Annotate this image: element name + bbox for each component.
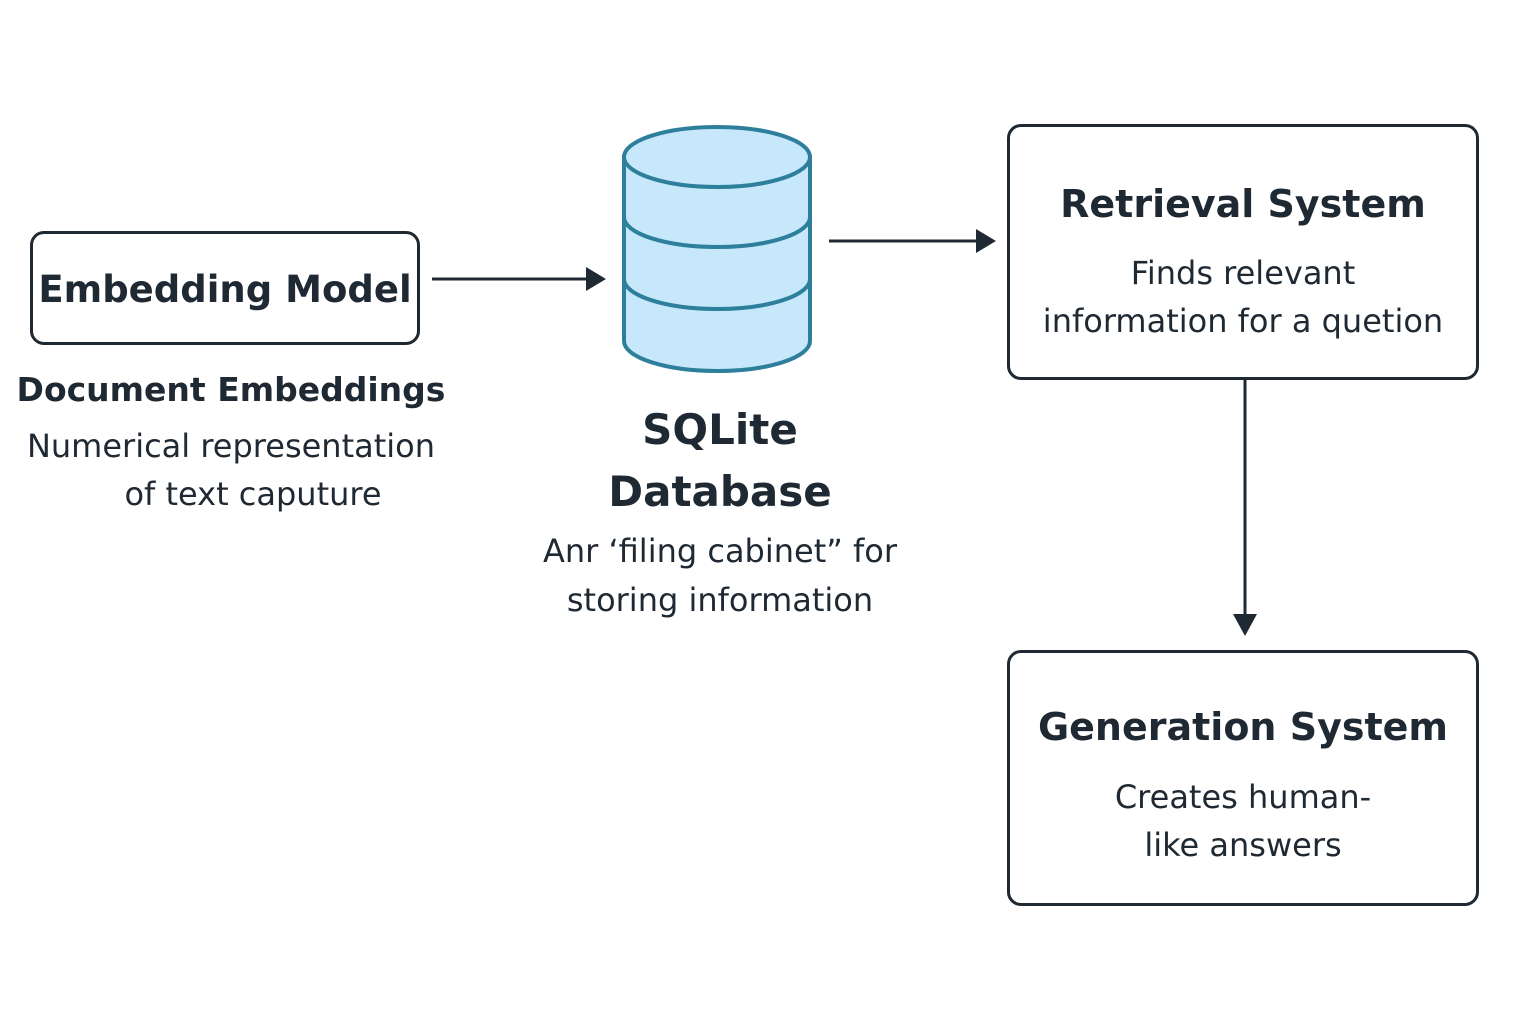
retrieval-system-title: Retrieval System xyxy=(1060,182,1426,226)
database-desc-line2: storing information xyxy=(566,581,874,619)
arrow-embedding-to-database xyxy=(432,267,606,291)
document-embeddings-desc-line2: of text caputure xyxy=(124,475,382,513)
embedding-model-title: Embedding Model xyxy=(38,268,412,311)
database-description: Anr ‘filing cabinet” for storing informa… xyxy=(520,527,920,625)
database-desc-line1: Anr ‘filing cabinet” for xyxy=(542,532,898,570)
generation-system-desc-line1: Creates human- xyxy=(1114,778,1372,816)
document-embeddings-desc-line1: Numerical representation xyxy=(26,427,436,465)
retrieval-system-desc-line1: Finds relevant xyxy=(1130,254,1356,292)
retrieval-system-desc-line2: information for a quetion xyxy=(1042,302,1444,340)
document-embeddings-description: Numerical representation of text caputur… xyxy=(0,422,462,518)
generation-system-desc-line2: like answers xyxy=(1144,826,1342,864)
generation-system-title: Generation System xyxy=(1037,705,1449,749)
database-title-line1: SQLite xyxy=(642,405,798,454)
database-cylinder-icon xyxy=(622,125,812,373)
arrow-retrieval-to-generation xyxy=(1233,380,1257,636)
generation-system-box: Generation System Creates human- like an… xyxy=(1007,650,1479,906)
retrieval-system-box: Retrieval System Finds relevant informat… xyxy=(1007,124,1479,380)
document-embeddings-title: Document Embeddings xyxy=(16,370,446,409)
embedding-model-box: Embedding Model xyxy=(30,231,420,345)
arrow-database-to-retrieval xyxy=(829,229,996,253)
generation-system-description: Creates human- like answers xyxy=(1010,773,1476,869)
retrieval-system-description: Finds relevant information for a quetion xyxy=(1010,249,1476,345)
database-title-line2: Database xyxy=(608,467,832,516)
database-title: SQLite Database xyxy=(520,402,920,520)
